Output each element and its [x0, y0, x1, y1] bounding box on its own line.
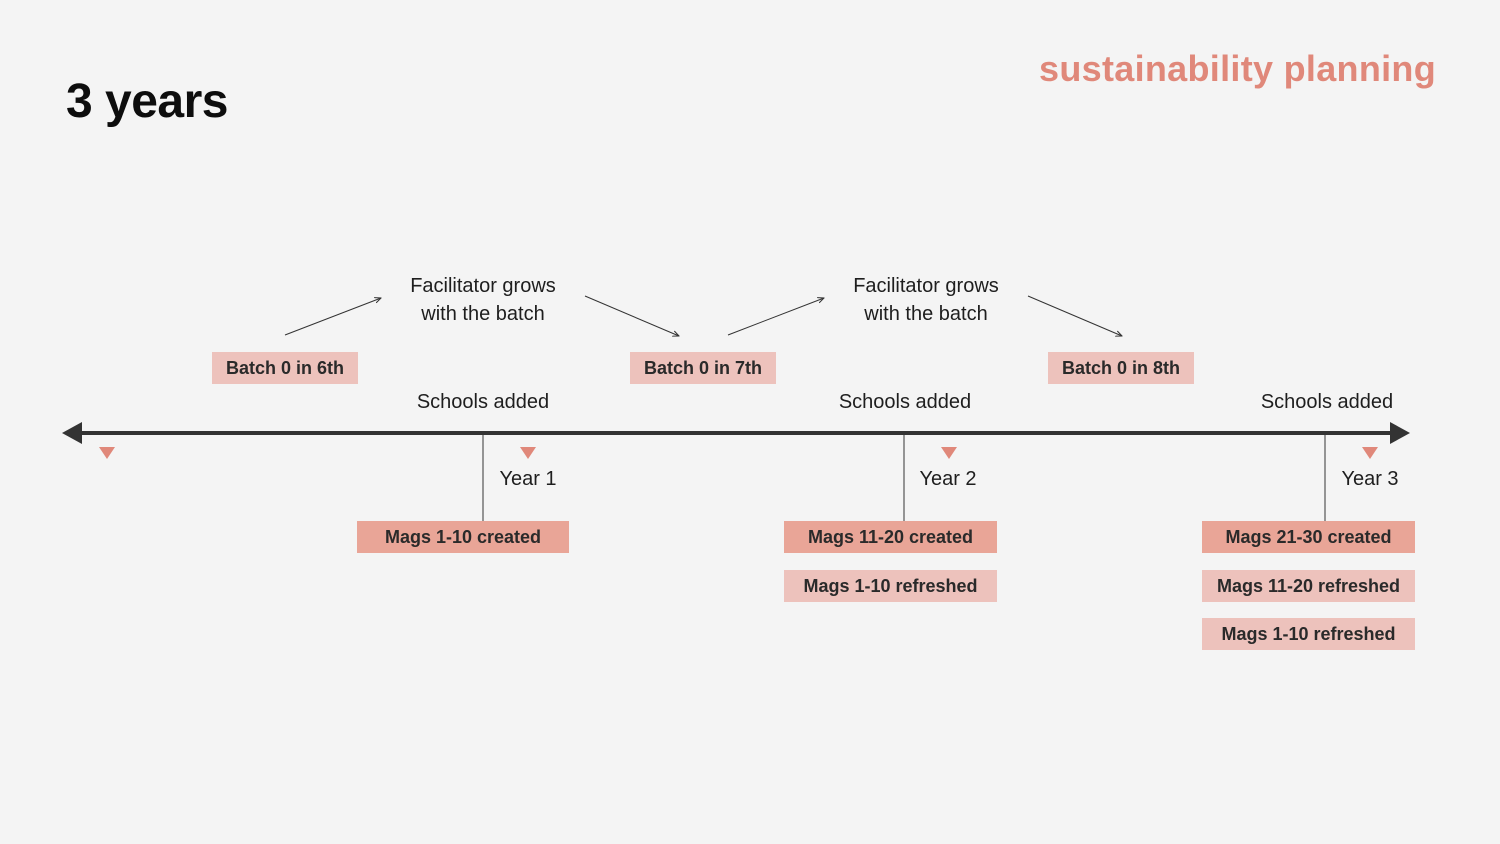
year-2-mags-created: Mags 11-20 created — [784, 521, 997, 553]
schools-added-label-1: Schools added — [416, 391, 550, 413]
growth-arrow-1 — [284, 298, 381, 336]
brand-title: sustainability planning — [1039, 48, 1436, 89]
year-2-label: Year 2 — [919, 468, 977, 490]
growth-arrow-2 — [584, 295, 679, 336]
facilitator-note-line2: with the batch — [421, 303, 545, 325]
year-3-mags-created: Mags 21-30 created — [1202, 521, 1415, 553]
schools-added-label-2: Schools added — [838, 391, 972, 413]
batch-box-8th: Batch 0 in 8th — [1048, 352, 1194, 384]
year-2-mags-refreshed: Mags 1-10 refreshed — [784, 570, 997, 602]
facilitator-note-line1: Facilitator grows — [853, 275, 999, 297]
year-2-marker-icon — [941, 447, 957, 459]
growth-arrow-3 — [727, 298, 824, 336]
timeline-left-arrowhead — [62, 422, 82, 444]
timeline-right-arrowhead — [1390, 422, 1410, 444]
year-1-label: Year 1 — [499, 468, 557, 490]
facilitator-note-2: Facilitator grows with the batch — [826, 272, 1026, 328]
year-1-marker-icon — [520, 447, 536, 459]
batch-box-6th: Batch 0 in 6th — [212, 352, 358, 384]
batch-box-7th: Batch 0 in 7th — [630, 352, 776, 384]
year-3-label: Year 3 — [1341, 468, 1399, 490]
page-title: 3 years — [66, 75, 229, 128]
facilitator-note-line2: with the batch — [864, 303, 988, 325]
year-3-mags-refreshed-11-20: Mags 11-20 refreshed — [1202, 570, 1415, 602]
growth-arrow-4 — [1027, 295, 1122, 336]
year-1-mags-created: Mags 1-10 created — [357, 521, 569, 553]
facilitator-note-1: Facilitator grows with the batch — [383, 272, 583, 328]
year-3-mags-refreshed-1-10: Mags 1-10 refreshed — [1202, 618, 1415, 650]
start-marker-icon — [99, 447, 115, 459]
schools-added-label-3: Schools added — [1260, 391, 1394, 413]
facilitator-note-line1: Facilitator grows — [410, 275, 556, 297]
year-3-marker-icon — [1362, 447, 1378, 459]
